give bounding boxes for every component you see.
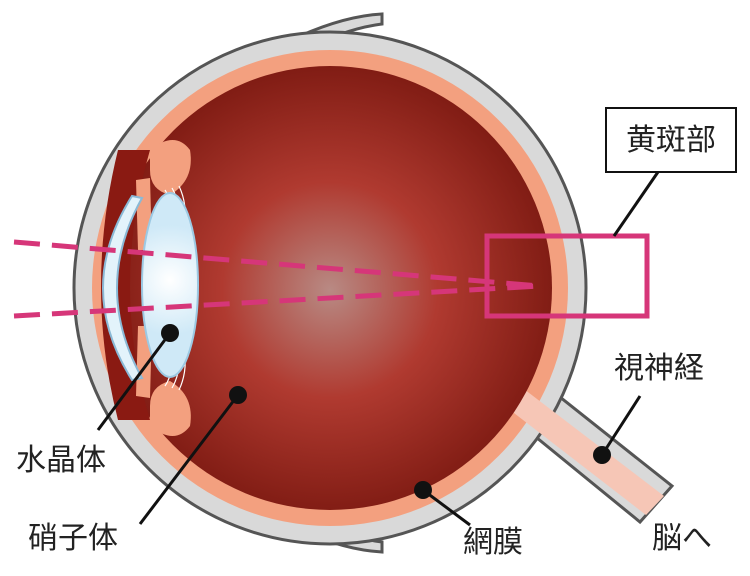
lens-pointer-line <box>96 332 172 431</box>
cornea <box>102 194 144 382</box>
macula-label-box <box>605 107 737 173</box>
vitreous-pointer-line <box>138 394 240 525</box>
retina-pointer-line <box>422 488 471 527</box>
lens-label: 水晶体 <box>16 443 106 478</box>
vitreous-body <box>108 66 552 510</box>
optic-nerve-core <box>505 386 664 515</box>
ciliary-body-upper <box>150 140 191 195</box>
light-path <box>13 239 541 319</box>
anterior-segment <box>101 150 150 420</box>
optic-nerve-pointer-dot <box>593 446 611 464</box>
retina-label: 網膜 <box>463 525 523 560</box>
optic-nerve-label: 視神経 <box>614 351 704 386</box>
macula-highlight-box <box>484 233 650 319</box>
ciliary-body-lower <box>150 381 191 436</box>
optic-nerve-pointer-line <box>600 395 642 456</box>
retina-pointer-dot <box>414 481 432 499</box>
lens-pointer-dot <box>161 324 179 342</box>
to-brain-label: 脳へ <box>652 521 712 556</box>
vitreous-pointer-dot <box>229 386 247 404</box>
lens <box>141 192 199 378</box>
vitreous-label: 硝子体 <box>28 521 118 556</box>
macula-label: 黄斑部 <box>626 123 716 158</box>
macula-leader-line <box>612 171 660 237</box>
